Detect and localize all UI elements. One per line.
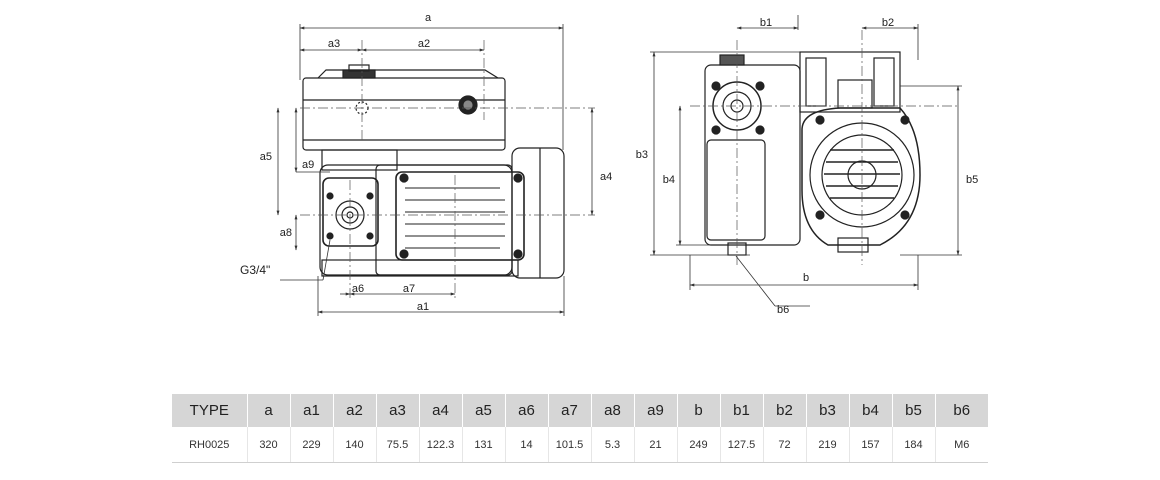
- column-header-b6: b6: [934, 394, 988, 427]
- column-header-a: a: [246, 394, 290, 427]
- dim-label-b: b: [803, 272, 809, 284]
- dim-label-b4: b4: [663, 174, 675, 186]
- front-view: [690, 30, 960, 265]
- column-header-type: TYPE: [172, 394, 247, 427]
- motor-body: [319, 164, 513, 276]
- dim-label-b3: b3: [636, 149, 648, 161]
- dim-label-a5: a5: [260, 151, 272, 163]
- dim-label-b1: b1: [760, 17, 772, 29]
- table-cell: M6: [934, 427, 988, 463]
- dim-label-a2: a2: [418, 38, 430, 50]
- motor-end-plate: [704, 64, 801, 246]
- column-header-b3: b3: [805, 394, 849, 427]
- dim-label-a1: a1: [417, 301, 429, 313]
- table-cell: 122.3: [418, 427, 462, 463]
- dim-label-b6: b6: [777, 304, 789, 316]
- dim-label-a3: a3: [328, 38, 340, 50]
- table-cell: 21: [633, 427, 677, 463]
- dim-label-b2: b2: [882, 17, 894, 29]
- dim-label-a6: a6: [352, 283, 364, 295]
- terminal-box: [395, 171, 525, 261]
- column-header-a6: a6: [504, 394, 548, 427]
- table-cell: 320: [246, 427, 290, 463]
- column-header-a8: a8: [590, 394, 634, 427]
- column-header-a2: a2: [332, 394, 376, 427]
- column-header-b: b: [676, 394, 720, 427]
- column-header-a9: a9: [633, 394, 677, 427]
- side-view: [300, 40, 595, 300]
- dim-label-a7: a7: [403, 283, 415, 295]
- fan-cover: [511, 147, 565, 279]
- table-cell: 131: [461, 427, 505, 463]
- column-header-b4: b4: [848, 394, 892, 427]
- table-cell: 184: [891, 427, 935, 463]
- table-cell: 72: [762, 427, 806, 463]
- column-header-a7: a7: [547, 394, 591, 427]
- table-cell: 219: [805, 427, 849, 463]
- table-cell: 127.5: [719, 427, 763, 463]
- top-cap: [342, 69, 376, 79]
- front-view-labels: b1 b2 b3 b4 b5 b b6: [636, 17, 979, 316]
- column-header-a5: a5: [461, 394, 505, 427]
- side-view-labels: a a3 a2 a5 a9 a8 a4 a6 a7 a1 G3/4": [240, 12, 612, 313]
- table-cell: 101.5: [547, 427, 591, 463]
- table-cell: 229: [289, 427, 333, 463]
- side-view-dimensions: [276, 24, 594, 316]
- dim-label-a9: a9: [302, 159, 314, 171]
- column-header-b1: b1: [719, 394, 763, 427]
- column-header-b5: b5: [891, 394, 935, 427]
- column-header-b2: b2: [762, 394, 806, 427]
- dim-label-a: a: [425, 12, 432, 24]
- column-header-a3: a3: [375, 394, 419, 427]
- table-cell: 157: [848, 427, 892, 463]
- dim-label-b5: b5: [966, 174, 978, 186]
- port-label: G3/4": [240, 263, 270, 277]
- dim-label-a4: a4: [600, 171, 612, 183]
- top-housing: [302, 77, 506, 151]
- table-cell: 249: [676, 427, 720, 463]
- table-cell: RH0025: [172, 427, 247, 463]
- table-cell: 5.3: [590, 427, 634, 463]
- dim-label-a8: a8: [280, 227, 292, 239]
- technical-drawing: a a3 a2 a5 a9 a8 a4 a6 a7 a1 G3/4": [240, 12, 979, 316]
- fan-housing: [801, 107, 921, 246]
- column-header-a1: a1: [289, 394, 333, 427]
- front-view-dimensions: [650, 15, 962, 307]
- table-cell: 140: [332, 427, 376, 463]
- table-cell: 14: [504, 427, 548, 463]
- column-header-a4: a4: [418, 394, 462, 427]
- table-cell: 75.5: [375, 427, 419, 463]
- inlet-flange: [322, 177, 379, 247]
